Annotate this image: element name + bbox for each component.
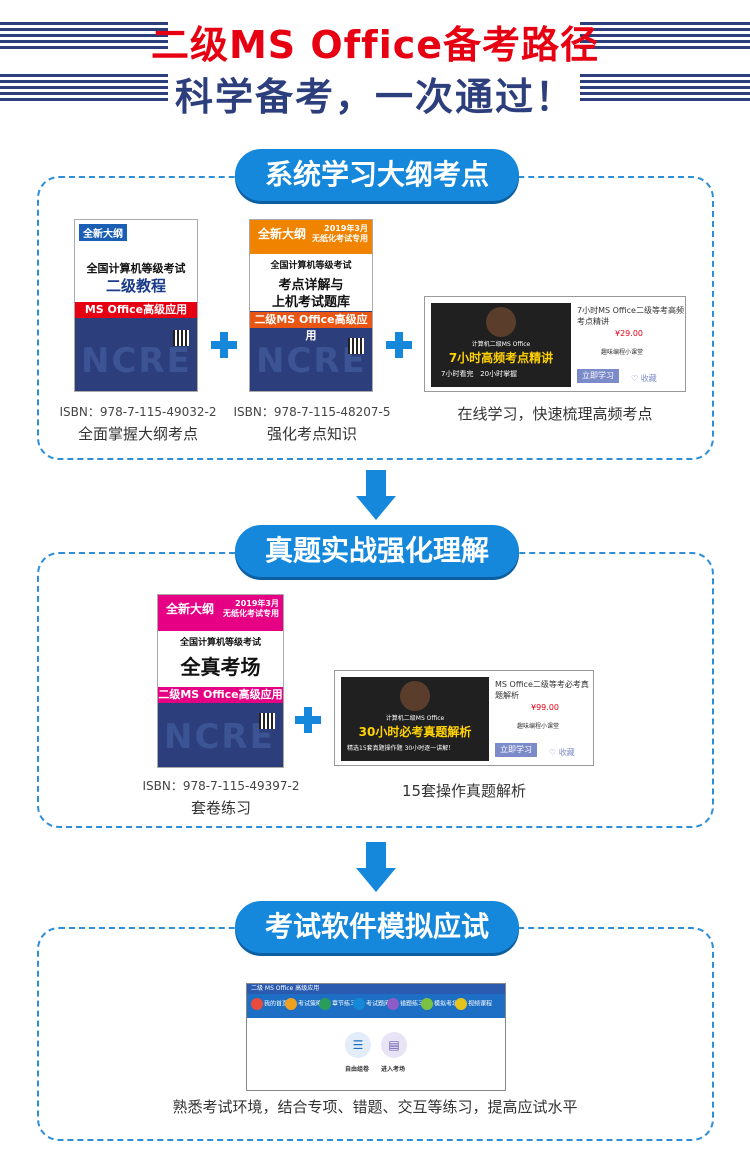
enter-exam-label: 进入考场 — [381, 1066, 406, 1073]
book-tag: 全新大纲 — [254, 224, 311, 243]
book-title-line2: 二级教程 — [105, 277, 166, 295]
book-ncre-watermark: NCRE — [81, 341, 192, 381]
book-tag: 全新大纲 — [79, 224, 127, 241]
banner-top-text: 计算机二级MS Office — [385, 715, 445, 722]
course-banner: 计算机二级MS Office 30小时必考真题解析 精选15套真题操作题 30小… — [341, 677, 489, 761]
qr-code-icon — [348, 338, 364, 354]
header-lines-left-2 — [0, 74, 168, 106]
book-corner-note: 2019年3月无纸化考试专用 — [312, 224, 368, 243]
course-banner: 计算机二级MS Office 7小时高频考点精讲 7小时看完 20小时掌握 — [431, 303, 571, 387]
book1-isbn: ISBN：978-7-115-49032-2 — [59, 405, 217, 419]
nav-item-mock[interactable]: 模拟考场 — [421, 998, 458, 1010]
favorite-button[interactable]: ♡ 收藏 — [631, 374, 657, 383]
nav-item-mistakes[interactable]: 错题练习 — [387, 998, 424, 1010]
study-now-button[interactable]: 立即学习 — [577, 369, 619, 383]
book-series: 全国计算机等级考试 — [270, 261, 352, 271]
course1-caption: 在线学习，快速梳理高频考点 — [457, 405, 653, 423]
book-corner-note: 2019年3月无纸化考试专用 — [223, 599, 279, 618]
book1-caption: 全面掌握大纲考点 — [77, 425, 198, 443]
course-card-7h[interactable]: 计算机二级MS Office 7小时高频考点精讲 7小时看完 20小时掌握 7小… — [424, 296, 686, 392]
header-lines-right-2 — [580, 74, 750, 106]
enter-exam-icon[interactable]: ▤ — [381, 1032, 407, 1058]
banner-sub-text: 7小时看完 20小时掌握 — [441, 370, 518, 378]
custom-paper-icon[interactable]: ☰ — [345, 1032, 371, 1058]
plus-icon — [295, 707, 321, 733]
banner-main-text: 30小时必考真题解析 — [358, 725, 472, 739]
page-subtitle: 科学备考，一次通过！ — [174, 75, 575, 119]
banner-top-text: 计算机二级MS Office — [471, 341, 531, 348]
study-now-button[interactable]: 立即学习 — [495, 743, 537, 757]
nav-item-chapters[interactable]: 章节练习 — [319, 998, 356, 1010]
book-ncre-watermark: NCRE — [164, 717, 275, 757]
exam-software-window: 二级 MS Office 高级应用 我的首页 考试策略 章节练习 考试题库 错题… — [246, 983, 506, 1091]
course2-caption: 15套操作真题解析 — [401, 782, 527, 800]
section-3-caption: 熟悉考试环境，结合专项、错题、交互等练习，提高应试水平 — [172, 1098, 578, 1116]
section-3-title: 考试软件模拟应试 — [235, 901, 519, 953]
book-title-line2: 上机考试题库 — [271, 295, 350, 310]
course-title: 7小时MS Office二级等考高频考点精讲 — [577, 306, 684, 326]
course-price: ¥29.00 — [615, 329, 643, 338]
nav-item-video[interactable]: 视频课程 — [455, 998, 492, 1010]
course-title: MS Office二级等考必考真题解析 — [495, 680, 589, 700]
book-title-line1: 全真考场 — [180, 655, 261, 679]
instructor-avatar-icon — [486, 307, 516, 337]
nav-item-bank[interactable]: 考试题库 — [353, 998, 390, 1010]
plus-icon — [211, 332, 237, 358]
down-arrow-icon — [356, 470, 396, 522]
book-band: 二级MS Office高级应用 — [250, 312, 372, 342]
book-cover-tutorial: 全新大纲 全国计算机等级考试 二级教程 MS Office高级应用 NCRE — [74, 219, 198, 392]
header-lines-right — [580, 22, 750, 54]
book-title-line1: 全国计算机等级考试 — [86, 262, 186, 275]
plus-icon — [386, 332, 412, 358]
book-band: 二级MS Office高级应用 — [158, 687, 283, 703]
down-arrow-icon — [356, 842, 396, 894]
nav-item-strategy[interactable]: 考试策略 — [285, 998, 322, 1010]
book-title-line1: 考点详解与 — [278, 278, 344, 293]
book-tag: 全新大纲 — [162, 599, 219, 618]
qr-code-icon — [173, 330, 189, 346]
page-title: 二级MS Office备考路径 — [150, 23, 600, 67]
banner-sub-text: 精选15套真题操作题 30小时逐一讲解！ — [347, 745, 455, 752]
nav-item-home[interactable]: 我的首页 — [251, 998, 288, 1010]
book-ncre-watermark: NCRE — [256, 341, 367, 381]
book-cover-mock-exam: 全新大纲 2019年3月无纸化考试专用 全国计算机等级考试 全真考场 二级MS … — [157, 594, 284, 768]
book2-isbn: ISBN：978-7-115-48207-5 — [233, 405, 391, 419]
custom-paper-label: 自由组卷 — [345, 1066, 370, 1073]
instructor-avatar-icon — [400, 681, 430, 711]
section-1-title: 系统学习大纲考点 — [235, 149, 519, 201]
course-author: 趣味编程小课堂 — [601, 349, 644, 356]
book-series: 全国计算机等级考试 — [179, 638, 261, 648]
book3-caption: 套卷练习 — [190, 799, 251, 817]
section-2-title: 真题实战强化理解 — [235, 525, 519, 577]
software-title-bar: 二级 MS Office 高级应用 — [247, 984, 505, 994]
book2-caption: 强化考点知识 — [266, 425, 357, 443]
course-price: ¥99.00 — [531, 703, 559, 712]
book-band: MS Office高级应用 — [75, 302, 197, 318]
banner-main-text: 7小时高频考点精讲 — [448, 351, 554, 365]
course-author: 趣味编程小课堂 — [517, 723, 560, 730]
favorite-button[interactable]: ♡ 收藏 — [549, 748, 575, 757]
book3-isbn: ISBN：978-7-115-49397-2 — [142, 779, 300, 793]
book-cover-exam-bank: 全新大纲 2019年3月无纸化考试专用 全国计算机等级考试 考点详解与 上机考试… — [249, 219, 373, 392]
course-card-30h[interactable]: 计算机二级MS Office 30小时必考真题解析 精选15套真题操作题 30小… — [334, 670, 594, 766]
qr-code-icon — [259, 713, 275, 729]
header-lines-left — [0, 22, 168, 54]
software-nav-bar: 我的首页 考试策略 章节练习 考试题库 错题练习 模拟考场 视频课程 — [247, 994, 505, 1018]
